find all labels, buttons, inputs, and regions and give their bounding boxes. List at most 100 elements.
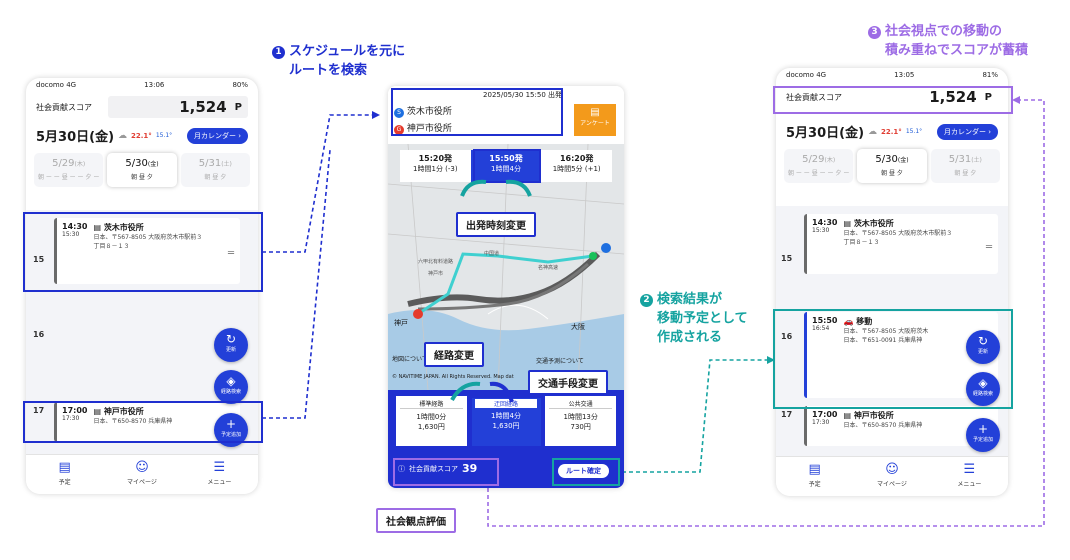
step1-line1: スケジュールを元に [289, 44, 406, 59]
network: 4G [816, 71, 827, 79]
calendar-button[interactable]: 月カレンダー › [186, 127, 248, 144]
refresh-button[interactable]: ↻更新 [214, 328, 248, 362]
tab-mypage[interactable]: ☺マイページ [853, 457, 930, 496]
event-title: 神戸市役所 [853, 411, 894, 420]
tab-menu[interactable]: ☰ メニュー [931, 457, 1008, 496]
highlight-right-score [773, 86, 1013, 114]
schedule-icon: ▤ [58, 460, 71, 475]
mode-change-label: 交通手段変更 [528, 370, 608, 395]
event-to-address: 日本、〒651-0091 兵庫県神 [843, 337, 923, 344]
route-to: 神戸市役所 [406, 124, 452, 134]
step2-number: 2 [640, 294, 653, 307]
battery: 81% [982, 71, 998, 79]
day-tab-current[interactable]: 5/30(金)朝 昼 夕 [857, 149, 927, 183]
map-note-link[interactable]: 地図について [392, 356, 428, 363]
event-end: 17:30 [812, 419, 830, 426]
highlight-ibaraki [23, 212, 263, 292]
temp-high: 22.1° [881, 127, 902, 136]
event-start: 14:30 [812, 218, 838, 227]
drag-handle-icon[interactable]: ═ [985, 242, 992, 253]
event-start: 14:30 [62, 222, 88, 231]
date-row: 5月30日(金) ☁ 22.1° 15.1° 月カレンダー › [26, 122, 258, 149]
day-tab-next[interactable]: 5/31(土)朝 昼 夕 [930, 149, 1000, 183]
tab-label: メニュー [957, 481, 982, 488]
route-confirm-button[interactable]: ルート確定 [558, 464, 609, 478]
day-tab-prev[interactable]: 5/29(木)朝 ー ー 昼 ー ー 夕 ー [784, 149, 854, 183]
tab-label: マイページ [877, 481, 907, 488]
right-phone: docomo 4G 13:05 81% 社会貢献スコア 1,524 P 5月30… [776, 68, 1008, 496]
temp-high: 22.1° [131, 131, 152, 140]
traffic-note-link[interactable]: 交通予測について [536, 358, 584, 365]
day-date: 5/29 [802, 154, 825, 165]
refresh-button[interactable]: ↻更新 [966, 330, 1000, 364]
highlight-confirm [552, 458, 620, 486]
day-tab-current[interactable]: 5/30(金)朝 昼 夕 [107, 153, 177, 187]
day-weekday: (金) [897, 157, 909, 164]
route-map [388, 144, 624, 390]
tab-schedule[interactable]: ▤予定 [26, 455, 103, 494]
route-score-label: 社会貢献スコア [409, 464, 458, 473]
day-date: 5/30 [125, 158, 148, 169]
battery: 80% [232, 81, 248, 89]
event-start: 17:00 [62, 406, 88, 415]
tab-label: 予定 [808, 481, 821, 488]
tab-mypage[interactable]: ☺マイページ [103, 455, 180, 494]
day-tab-next[interactable]: 5/31(土)朝 昼 夕 [180, 153, 250, 187]
event-title: 茨木市役所 [103, 223, 144, 232]
tab-menu[interactable]: ☰メニュー [181, 455, 258, 494]
status-bar: docomo 4G 13:05 81% [776, 68, 1008, 82]
map-label-kobe-city: 神戸市 [428, 271, 444, 277]
day-date: 5/31 [198, 158, 222, 169]
event-end: 15:30 [62, 231, 80, 238]
event-address: 日本、〒567-8505 大阪府茨木市駅前３丁目８－１３ [843, 230, 953, 246]
calendar-button[interactable]: 月カレンダー › [936, 123, 998, 140]
menu-icon: ☰ [963, 462, 976, 477]
event-title: 移動 [856, 317, 873, 326]
event-start: 17:00 [812, 410, 838, 419]
add-event-button[interactable]: +予定追加 [966, 418, 1000, 452]
hour-label: 17 [781, 410, 793, 419]
hour-label: 15 [781, 254, 793, 263]
step1-line2: ルートを検索 [289, 63, 368, 78]
date-title: 5月30日(金) [36, 130, 115, 145]
highlight-route-score [393, 458, 499, 486]
tab-schedule[interactable]: ▤ 予定 [776, 457, 853, 496]
clock: 13:05 [894, 71, 915, 79]
route-search-button[interactable]: ◈経路検索 [214, 370, 248, 404]
tab-bar: ▤予定 ☺マイページ ☰メニュー [26, 454, 258, 494]
date-row: 5月30日(金) ☁ 22.1° 15.1° 月カレンダー › [776, 118, 1008, 145]
car-icon: 🚗 [843, 317, 854, 326]
route-search-button[interactable]: ◈経路検索 [966, 372, 1000, 406]
day-weather: 朝 昼 夕 [881, 170, 903, 177]
clock: 13:06 [144, 81, 165, 89]
survey-button[interactable]: ▤アンケート [574, 104, 616, 136]
day-tab-prev[interactable]: 5/29(木)朝 ー ー 昼 ー ー 夕 ー [34, 153, 104, 187]
drag-handle-icon[interactable]: ═ [227, 248, 234, 259]
step2-line1: 検索結果が [657, 292, 723, 307]
map-label-chugoku: 中国道 [484, 251, 500, 257]
schedule-icon: ▤ [808, 462, 821, 477]
tab-label: メニュー [207, 479, 232, 486]
day-tabs: 5/29(木)朝 ー ー 昼 ー ー 夕 ー 5/30(金)朝 昼 夕 5/31… [776, 145, 1008, 187]
step3-line1: 社会視点での移動の [885, 24, 1003, 39]
network: 4G [66, 81, 77, 89]
highlight-route-selected [470, 396, 544, 454]
hour-label: 17 [33, 406, 45, 415]
refresh-label: 更新 [977, 349, 988, 355]
step2-line3: 作成される [657, 330, 723, 345]
event-address: 日本、〒650-8570 兵庫県神 [93, 418, 173, 425]
